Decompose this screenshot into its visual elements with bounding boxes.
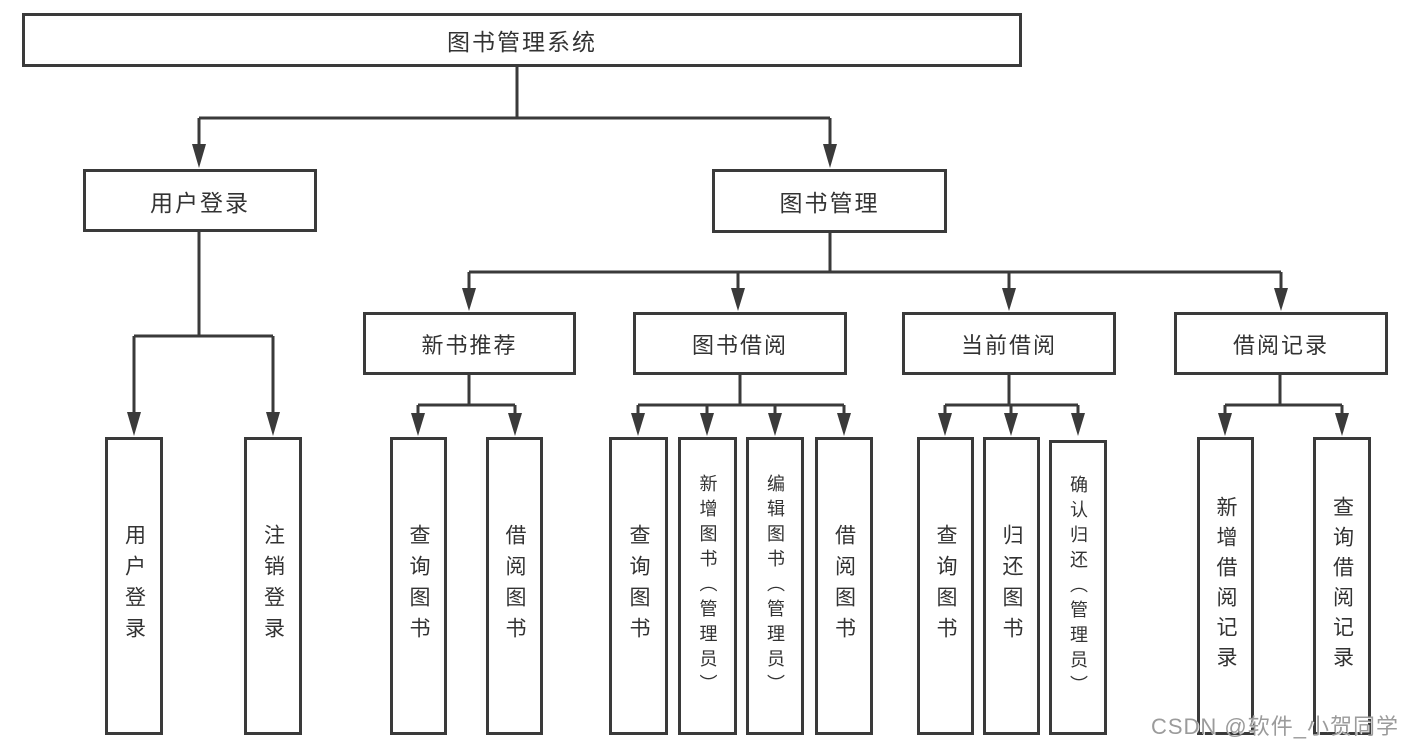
leaf-query-books-borrowing: 查询图书 bbox=[609, 437, 668, 735]
leaf-add-borrow-record-label: 新增借阅记录 bbox=[1214, 496, 1237, 676]
leaf-edit-book-admin-label: 编辑图书（管理员） bbox=[765, 473, 785, 699]
node-user-login-label: 用户登录 bbox=[150, 189, 250, 216]
leaf-query-books-recommend-label: 查询图书 bbox=[407, 524, 430, 648]
leaf-add-book-admin: 新增图书（管理员） bbox=[678, 437, 737, 735]
leaf-query-borrow-record: 查询借阅记录 bbox=[1313, 437, 1371, 735]
node-root: 图书管理系统 bbox=[22, 13, 1022, 67]
leaf-query-borrow-record-label: 查询借阅记录 bbox=[1330, 496, 1354, 676]
arrowheads bbox=[127, 144, 1349, 436]
leaf-borrow-books-recommend-label: 借阅图书 bbox=[503, 524, 526, 648]
leaf-confirm-return-admin-label: 确认归还（管理员） bbox=[1068, 475, 1088, 700]
node-new-book-recommend-label: 新书推荐 bbox=[421, 332, 518, 358]
leaf-borrow-books-recommend: 借阅图书 bbox=[486, 437, 543, 735]
leaf-return-books: 归还图书 bbox=[983, 437, 1040, 735]
node-book-management: 图书管理 bbox=[712, 169, 947, 233]
node-user-login: 用户登录 bbox=[83, 169, 317, 232]
node-borrowing-records: 借阅记录 bbox=[1174, 312, 1388, 375]
leaf-return-books-label: 归还图书 bbox=[1000, 524, 1023, 648]
node-new-book-recommend: 新书推荐 bbox=[363, 312, 576, 375]
node-book-management-label: 图书管理 bbox=[779, 190, 880, 216]
leaf-query-books-borrowing-label: 查询图书 bbox=[627, 524, 650, 648]
leaf-confirm-return-admin: 确认归还（管理员） bbox=[1049, 440, 1107, 735]
node-book-borrowing-label: 图书借阅 bbox=[691, 332, 788, 358]
leaf-edit-book-admin: 编辑图书（管理员） bbox=[746, 437, 804, 735]
leaf-borrow-books-borrowing: 借阅图书 bbox=[815, 437, 873, 735]
leaf-query-books-current: 查询图书 bbox=[917, 437, 974, 735]
csdn-watermark: CSDN @软件_小贺同学 bbox=[1150, 714, 1399, 739]
leaf-logout: 注销登录 bbox=[244, 437, 302, 735]
node-borrowing-records-label: 借阅记录 bbox=[1232, 332, 1329, 358]
leaf-borrow-books-borrowing-label: 借阅图书 bbox=[832, 524, 856, 648]
node-current-borrowing-label: 当前借阅 bbox=[960, 332, 1057, 358]
node-current-borrowing: 当前借阅 bbox=[902, 312, 1116, 375]
node-root-label: 图书管理系统 bbox=[447, 29, 597, 55]
node-book-borrowing: 图书借阅 bbox=[633, 312, 847, 375]
leaf-query-books-recommend: 查询图书 bbox=[390, 437, 447, 735]
leaf-add-book-admin-label: 新增图书（管理员） bbox=[697, 473, 718, 699]
leaf-user-login: 用户登录 bbox=[105, 437, 163, 735]
leaf-query-books-current-label: 查询图书 bbox=[934, 524, 957, 648]
leaf-user-login-label: 用户登录 bbox=[122, 524, 146, 648]
leaf-add-borrow-record: 新增借阅记录 bbox=[1197, 437, 1254, 735]
leaf-logout-label: 注销登录 bbox=[261, 524, 285, 648]
